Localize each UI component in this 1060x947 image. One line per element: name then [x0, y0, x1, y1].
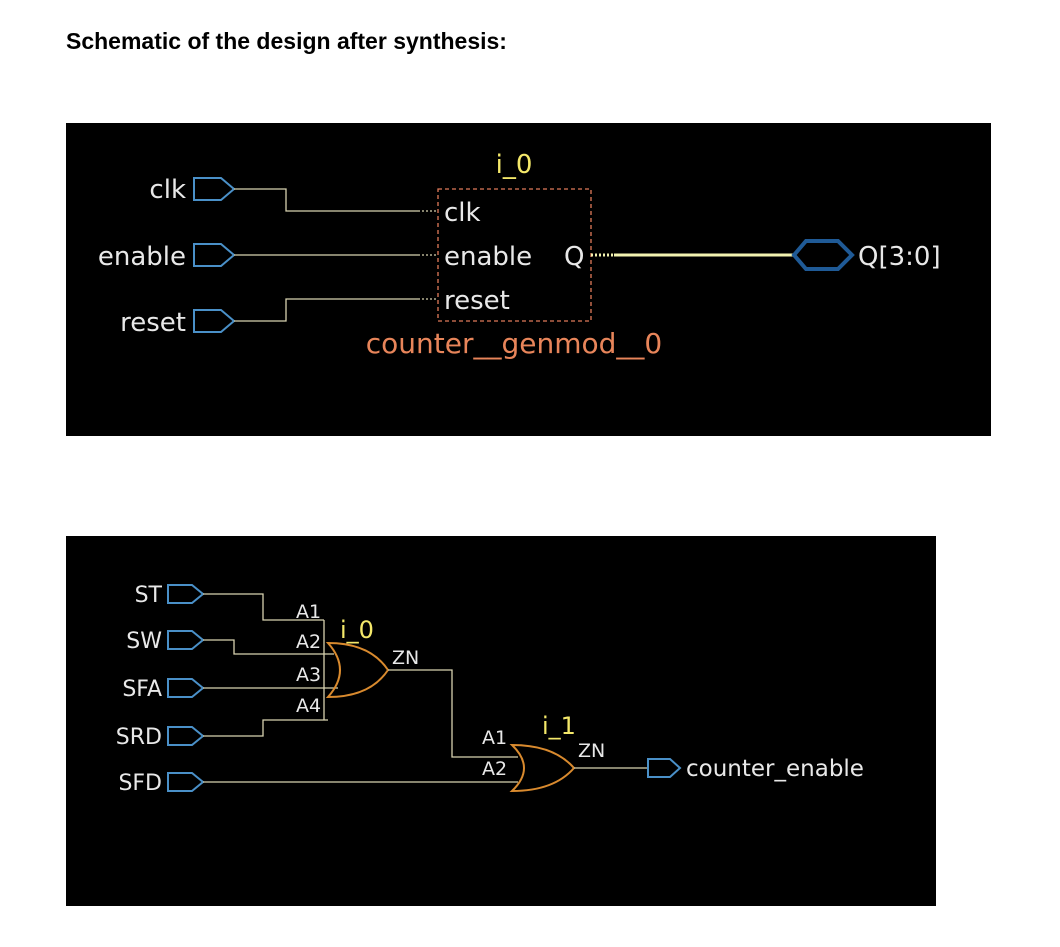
port-arrow-icon	[647, 758, 682, 778]
module-pin-enable: enable	[444, 242, 532, 272]
input-label-reset: reset	[120, 308, 186, 338]
input-port-sw[interactable]: SW	[126, 629, 205, 654]
gate-pin-zn: ZN	[578, 740, 605, 762]
port-arrow-icon	[167, 772, 205, 792]
schematic-logic: ST SW SFA SRD SFD i_0 A1 A2	[116, 583, 864, 796]
gate-instance-name: i_0	[340, 616, 374, 644]
output-label-counter-enable: counter_enable	[686, 756, 864, 782]
input-port-reset[interactable]: reset	[120, 308, 236, 338]
or-gate-i1[interactable]: i_1 A1 A2 ZN	[482, 712, 605, 793]
output-label-q: Q[3:0]	[858, 242, 941, 272]
wire-clk	[234, 188, 418, 212]
port-arrow-icon	[193, 243, 236, 267]
or-gate-i0[interactable]: i_0 A1 A2 A3 A4 ZN	[296, 601, 419, 717]
instance-name: i_0	[496, 150, 533, 180]
gate-pin-a1: A1	[296, 601, 321, 623]
wire-srd	[203, 719, 328, 737]
schematic-logic-panel: ST SW SFA SRD SFD i_0 A1 A2	[66, 536, 936, 906]
gate-pin-a3: A3	[296, 664, 321, 686]
pin-stubs	[418, 210, 438, 300]
port-arrow-icon	[167, 678, 205, 698]
input-label-clk: clk	[149, 175, 186, 205]
input-port-clk[interactable]: clk	[149, 175, 236, 205]
port-arrow-icon	[167, 630, 205, 650]
input-label-sw: SW	[126, 629, 162, 654]
input-port-srd[interactable]: SRD	[116, 725, 205, 750]
schematic-counter: clk enable reset i_0 clk enable reset Q …	[98, 150, 941, 360]
module-instance[interactable]: i_0 clk enable reset Q counter__genmod__…	[366, 150, 662, 360]
wire-zn0	[388, 669, 518, 758]
or-gate-icon	[509, 743, 576, 793]
bus-port-icon	[791, 239, 855, 271]
gate-instance-name: i_1	[542, 712, 576, 740]
input-label-st: ST	[135, 583, 163, 608]
wire-reset	[234, 298, 418, 322]
input-port-enable[interactable]: enable	[98, 242, 236, 272]
gate-pin-zn: ZN	[392, 647, 419, 669]
port-arrow-icon	[193, 309, 236, 333]
gate-pin-a2: A2	[296, 631, 321, 653]
input-label-enable: enable	[98, 242, 186, 272]
wire-st	[203, 593, 324, 621]
port-arrow-icon	[193, 177, 236, 201]
module-type-label: counter__genmod__0	[366, 327, 662, 360]
module-pin-clk: clk	[444, 198, 481, 228]
input-port-sfd[interactable]: SFD	[118, 771, 205, 796]
gate-pin-a1: A1	[482, 727, 507, 749]
input-label-srd: SRD	[116, 725, 162, 750]
input-port-st[interactable]: ST	[135, 583, 205, 608]
module-pin-reset: reset	[444, 286, 510, 316]
or-gate-icon	[325, 641, 390, 699]
gate-pin-a4: A4	[296, 695, 321, 717]
module-pin-q: Q	[564, 242, 584, 272]
gate-pin-a2: A2	[482, 758, 507, 780]
wire-sw	[203, 639, 334, 655]
schematic-counter-panel: clk enable reset i_0 clk enable reset Q …	[66, 123, 991, 436]
port-arrow-icon	[167, 726, 205, 746]
output-port-counter-enable[interactable]: counter_enable	[647, 756, 864, 782]
output-port-q[interactable]: Q[3:0]	[791, 239, 941, 272]
port-arrow-icon	[167, 584, 205, 604]
input-port-sfa[interactable]: SFA	[122, 677, 205, 702]
input-label-sfa: SFA	[122, 677, 162, 702]
input-label-sfd: SFD	[118, 771, 162, 796]
page-title: Schematic of the design after synthesis:	[66, 28, 507, 54]
